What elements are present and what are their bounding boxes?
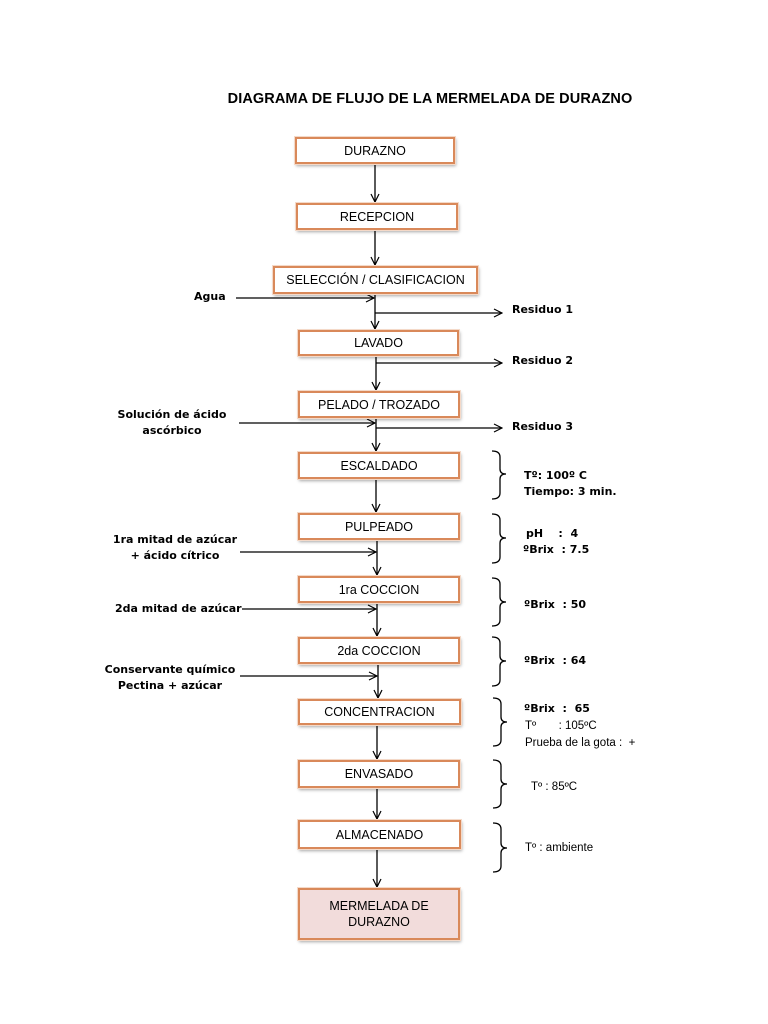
brace-coccion2 — [491, 636, 507, 687]
step-pulpeado: PULPEADO — [298, 513, 460, 540]
input-conservante-line2: Pectina + azúcar — [117, 679, 223, 692]
input-conservante-line1: Conservante químico — [104, 663, 236, 676]
input-solucion-line2: ascórbico — [142, 424, 202, 437]
step-recepcion: RECEPCION — [296, 203, 458, 230]
input-1ra-mitad-azucar: 1ra mitad de azúcar + ácido cítrico — [110, 532, 240, 564]
param-coccion1-brix: ºBrix : 50 — [524, 598, 587, 611]
step-envasado: ENVASADO — [298, 760, 460, 788]
param-escaldado-tiempo: Tiempo: 3 min. — [524, 485, 617, 498]
param-escaldado-temp: Tº: 100º C — [524, 469, 588, 482]
step-pelado-trozado: PELADO / TROZADO — [298, 391, 460, 418]
step-concentracion: CONCENTRACION — [298, 699, 461, 725]
input-2da-mitad-azucar: 2da mitad de azúcar — [115, 602, 242, 615]
diagram-title: DIAGRAMA DE FLUJO DE LA MERMELADA DE DUR… — [227, 91, 633, 107]
param-pulpeado-brix: ºBrix : 7.5 — [523, 543, 590, 556]
param-pulpeado-ph: pH : 4 — [526, 527, 579, 540]
step-seleccion-clasificacion: SELECCIÓN / CLASIFICACION — [273, 266, 478, 294]
brace-escaldado — [491, 450, 507, 500]
param-coccion2-brix: ºBrix : 64 — [524, 654, 587, 667]
step-2da-coccion: 2da COCCION — [298, 637, 460, 664]
brace-coccion1 — [491, 577, 507, 627]
param-concentracion-temp: Tº : 105ºC — [525, 720, 597, 732]
param-concentracion-prueba-gota: Prueba de la gota : + — [525, 737, 636, 749]
param-almacenado-temp: Tº : ambiente — [525, 842, 594, 854]
input-solucion-line1: Solución de ácido — [117, 408, 227, 421]
step-almacenado: ALMACENADO — [298, 820, 461, 849]
input-azucar1-line1: 1ra mitad de azúcar — [112, 533, 238, 546]
output-residuo-2: Residuo 2 — [512, 354, 573, 367]
step-durazno: DURAZNO — [295, 137, 455, 164]
input-solucion-acido-ascorbico: Solución de ácido ascórbico — [112, 407, 232, 439]
step-escaldado: ESCALDADO — [298, 452, 460, 479]
input-agua: Agua — [194, 290, 226, 303]
input-azucar1-line2: + ácido cítrico — [130, 549, 220, 562]
step-1ra-coccion: 1ra COCCION — [298, 576, 460, 603]
param-envasado-temp: Tº : 85ºC — [531, 781, 578, 793]
param-concentracion-brix: ºBrix : 65 — [524, 702, 590, 715]
output-residuo-1: Residuo 1 — [512, 303, 573, 316]
output-residuo-3: Residuo 3 — [512, 420, 573, 433]
step-lavado: LAVADO — [298, 330, 459, 356]
input-conservante-pectina: Conservante químico Pectina + azúcar — [104, 662, 236, 694]
brace-concentracion — [492, 697, 508, 747]
step-mermelada-de-durazno: MERMELADA DE DURAZNO — [298, 888, 460, 940]
brace-envasado — [492, 759, 508, 809]
brace-pulpeado — [491, 513, 507, 564]
brace-almacenado — [492, 822, 508, 873]
